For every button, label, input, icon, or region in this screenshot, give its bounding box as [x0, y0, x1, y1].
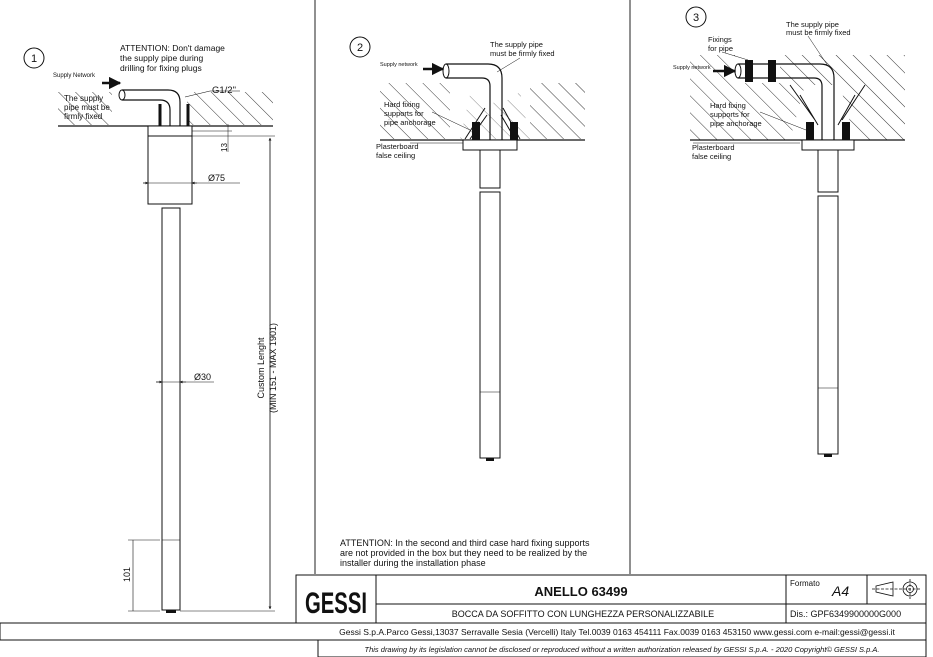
firmly-fixed-label: The supply pipe must be firmly fixed	[64, 94, 112, 121]
product-title: ANELLO 63499	[534, 584, 627, 599]
hard-fixing-label-3: Hard fixing supports for pipe anchorage	[710, 101, 762, 128]
step-number-3: 3	[693, 12, 699, 24]
dim-13: 13	[220, 143, 229, 152]
attention-note: ATTENTION: In the second and third case …	[340, 538, 592, 568]
step-number-1: 1	[31, 53, 37, 65]
format-value: A4	[831, 583, 849, 599]
drawing-number: Dis.: GPF6349900000G000	[790, 609, 901, 619]
dim-75: Ø75	[208, 173, 225, 183]
custom-length-line1: Custom Lenght	[256, 337, 266, 399]
step-number-2: 2	[357, 42, 363, 54]
supply-network-label-2: Supply network	[380, 62, 418, 68]
format-label: Formato	[790, 579, 820, 588]
panel-2: 2 Supply network The supply pipe must be…	[349, 36, 585, 461]
legal-notice: This drawing by its legislation cannot b…	[365, 645, 880, 654]
step-circle-1	[23, 47, 45, 69]
product-description: BOCCA DA SOFFITTO CON LUNGHEZZA PERSONAL…	[452, 609, 714, 619]
company-info: Gessi S.p.A.Parco Gessi,13037 Serravalle…	[339, 627, 895, 637]
thread-label: G1/2"	[212, 85, 236, 96]
attention-drilling: ATTENTION: Don't damage the supply pipe …	[120, 43, 227, 73]
firmly-fixed-label-2: The supply pipe must be firmly fixed	[490, 40, 555, 58]
panel-1: 1	[23, 43, 278, 613]
firmly-fixed-label-3: The supply pipe must be firmly fixed	[786, 20, 851, 37]
plasterboard-label-3: Plasterboard false ceiling	[692, 143, 737, 161]
supply-network-label: Supply Network	[53, 73, 96, 79]
dim-30: Ø30	[194, 372, 211, 382]
projection-symbol-icon	[872, 579, 920, 599]
step-circle-2	[349, 36, 371, 58]
dim-101: 101	[122, 567, 132, 582]
step-circle-3	[685, 6, 707, 28]
title-block: GESSI ANELLO 63499 BOCCA DA SOFFITTO CON…	[0, 574, 927, 657]
custom-length-line2: (MIN 151 - MAX 1901)	[268, 323, 278, 413]
plasterboard-label-2: Plasterboard false ceiling	[376, 142, 421, 160]
hard-fixing-label-2: Hard fixing supports for pipe anchorage	[384, 100, 436, 127]
gessi-logo: GESSI	[305, 587, 367, 620]
supply-network-label-3: Supply network	[673, 65, 711, 71]
fixings-label-3: Fixings for pipe	[708, 35, 734, 53]
panel-3: 3 Supply network The supply pipe must be	[673, 6, 905, 457]
